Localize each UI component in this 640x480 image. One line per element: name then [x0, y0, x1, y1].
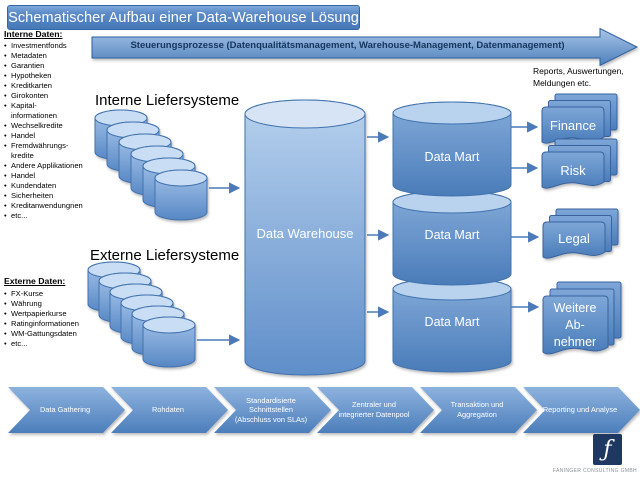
list-item: WM-Gattungsdaten [4, 329, 97, 339]
process-chevron-2 [111, 387, 228, 433]
process-step-label-1: Data Gathering [39, 405, 91, 415]
consumer-label-finance: Finance [549, 118, 597, 133]
company-name: FANINGER CONSULTING GMBH [552, 468, 637, 474]
list-item: Kundendaten [4, 181, 97, 191]
reports-note: Reports, Auswertungen, Meldungen etc. [533, 66, 624, 88]
list-item: FX-Kurse [4, 289, 97, 299]
consumer-label-risk: Risk [560, 163, 586, 178]
process-chevron-6 [523, 387, 640, 433]
faninger-logo-monogram: ƒ [603, 436, 612, 462]
process-chevron-1 [8, 387, 125, 433]
internal-data-list: Investmentfonds Metadaten Garantien Hypo… [4, 41, 97, 221]
process-chevron-5 [420, 387, 537, 433]
list-item: Kreditkarten [4, 81, 97, 91]
list-item: Wertpapierkurse [4, 309, 97, 319]
steering-arrow-label: Steuerungsprozesse (Datenqualitätsmanage… [130, 40, 565, 51]
list-item: Ratinginformationen [4, 319, 97, 329]
list-item: etc... [4, 211, 97, 221]
data-mart-label-2: Data Mart [424, 228, 480, 242]
warehouse-cylinder [244, 99, 366, 376]
consumer-label-legal: Legal [558, 231, 590, 246]
data-mart-label-3: Data Mart [424, 315, 480, 329]
process-step-label-3: Standardisierte Schnittstellen (Abschlus… [234, 395, 308, 424]
list-item: Metadaten [4, 51, 97, 61]
process-chevron-3 [214, 387, 331, 433]
faninger-logo-icon: ƒ [593, 434, 622, 465]
list-item: Kreditanwendungnen [4, 201, 97, 211]
external-source-cylinders [87, 261, 196, 368]
process-step-label-5: Transaktion und Aggregation [450, 400, 504, 419]
list-item: Garantien [4, 61, 97, 71]
list-item: Wechselkredite [4, 121, 97, 131]
process-step-label-6: Reporting und Analyse [542, 405, 618, 415]
list-item: Hypotheken [4, 71, 97, 81]
consumer-label-weitere: Weitere Ab- nehmer [553, 301, 597, 349]
external-data-list: FX-Kurse Währung Wertpapierkurse Ratingi… [4, 289, 97, 349]
list-item: Währung [4, 299, 97, 309]
process-step-label-2: Rohdaten [151, 405, 185, 415]
list-item: Handel [4, 131, 97, 141]
list-item: Investmentfonds [4, 41, 97, 51]
process-step-label-4: Zentraler und integrierter Datenpool [338, 400, 410, 419]
process-chevrons [8, 387, 640, 433]
list-item: Sicherheiten [4, 191, 97, 201]
internal-source-cylinders [94, 109, 208, 221]
page-title: Schematischer Aufbau einer Data-Warehous… [8, 9, 359, 26]
external-data-heading: Externe Daten: [4, 276, 66, 286]
list-item: Kapital- informationen [4, 101, 97, 121]
steering-arrow-shape [91, 27, 639, 67]
list-item: Girokonten [4, 91, 97, 101]
data-mart-cylinder-1 [392, 101, 512, 197]
list-item: Handel [4, 171, 97, 181]
title-bar: Schematischer Aufbau einer Data-Warehous… [7, 5, 360, 30]
data-mart-label-1: Data Mart [424, 150, 480, 164]
internal-data-heading: Interne Daten: [4, 29, 63, 39]
external-systems-label: Externe Liefersysteme [90, 247, 240, 264]
list-item: Fremdwährungs- kredite [4, 141, 97, 161]
flow-arrows [197, 121, 540, 346]
list-item: etc... [4, 339, 97, 349]
warehouse-label: Data Warehouse [256, 226, 354, 241]
list-item: Andere Applikationen [4, 161, 97, 171]
internal-systems-label: Interne Liefersysteme [95, 92, 240, 109]
process-chevron-4 [317, 387, 434, 433]
